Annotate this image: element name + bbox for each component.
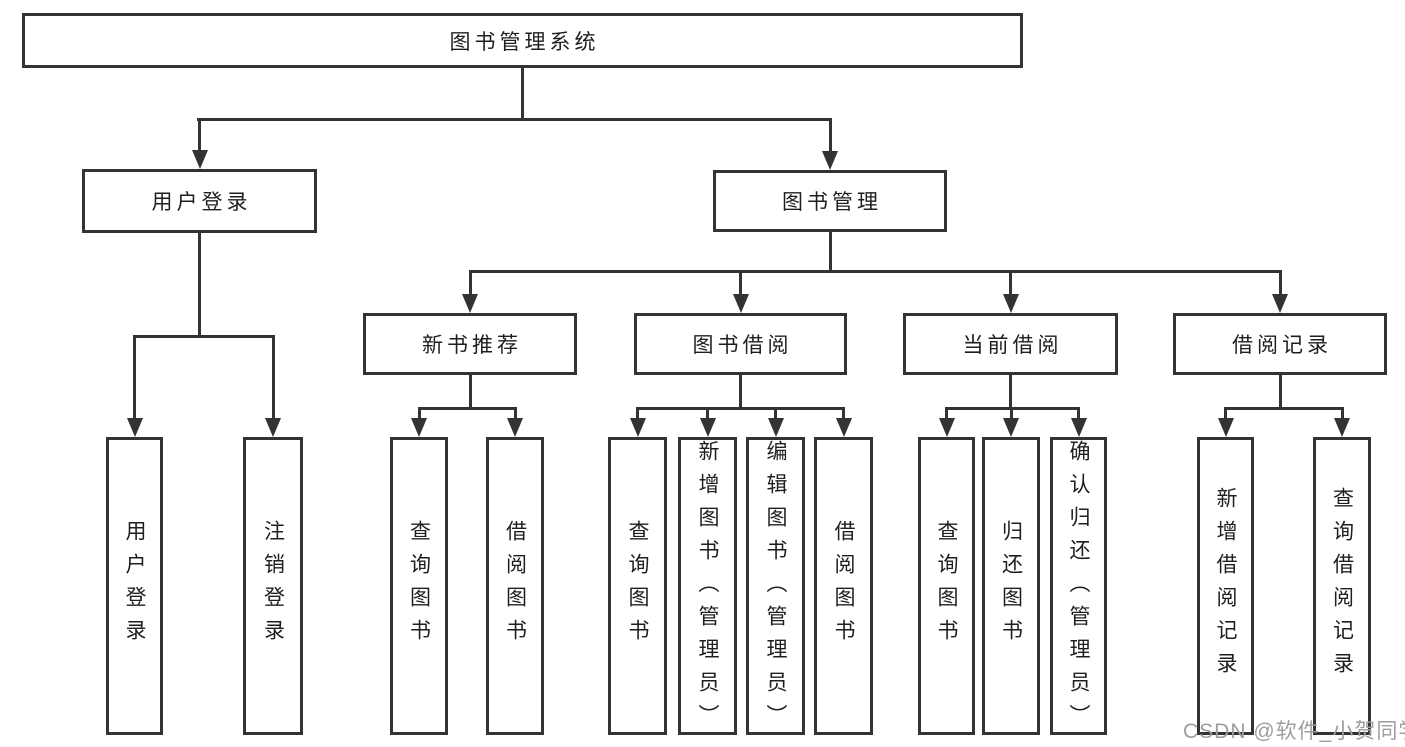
node-user-login-label: 用户登录 <box>151 191 252 214</box>
arrow-down-icon <box>1217 418 1234 437</box>
arrow-down-icon <box>629 418 646 437</box>
connector-line <box>1278 270 1282 296</box>
arrow-down-icon <box>699 418 716 437</box>
connector-line <box>469 270 1282 273</box>
connector-line <box>842 407 845 420</box>
connector-line <box>1009 270 1012 296</box>
node-current-borrow-label: 当前借阅 <box>962 334 1063 357</box>
arrow-down-icon <box>1003 418 1019 437</box>
node-add-book-admin: 新增图书（管理员） <box>678 437 737 737</box>
arrow-down-icon <box>1272 294 1288 313</box>
node-borrow-records-label: 借阅记录 <box>1232 334 1332 357</box>
node-book-borrow: 图书借阅 <box>634 313 847 375</box>
arrow-down-icon <box>126 418 143 437</box>
connector-line <box>198 118 201 152</box>
node-add-borrow-record: 新增借阅记录 <box>1197 437 1254 735</box>
node-borrow-book-recommend: 借阅图书 <box>486 437 544 735</box>
node-new-book-recommend-label: 新书推荐 <box>422 334 522 357</box>
node-query-books-current: 查询图书 <box>918 437 975 735</box>
node-user-login-leaf: 用户登录 <box>106 437 163 735</box>
node-return-book: 归还图书 <box>982 437 1040 735</box>
connector-line <box>1224 407 1342 410</box>
connector-line <box>513 407 517 420</box>
node-new-book-recommend: 新书推荐 <box>363 313 577 375</box>
arrow-down-icon <box>767 418 784 437</box>
arrow-down-icon <box>1334 418 1350 437</box>
connector-line <box>1224 407 1227 420</box>
connector-line <box>197 118 831 121</box>
node-query-books-borrow: 查询图书 <box>608 437 667 735</box>
arrow-down-icon <box>938 418 955 437</box>
arrow-down-icon <box>507 418 523 437</box>
node-query-borrow-record-label: 查询借阅记录 <box>1330 487 1354 685</box>
csdn-watermark: CSDN @软件_小贺同学 <box>1183 720 1405 743</box>
connector-line <box>133 335 275 338</box>
connector-line <box>706 407 709 420</box>
arrow-down-icon <box>732 294 749 313</box>
arrow-down-icon <box>1002 294 1019 313</box>
node-logout-label: 注销登录 <box>261 520 285 652</box>
node-user-login: 用户登录 <box>82 169 317 233</box>
arrow-down-icon <box>1070 418 1087 437</box>
node-user-login-leaf-label: 用户登录 <box>123 520 146 652</box>
node-query-books-recommend-label: 查询图书 <box>407 520 431 652</box>
node-logout: 注销登录 <box>243 437 303 735</box>
connector-line <box>739 375 742 410</box>
arrow-down-icon <box>822 151 838 170</box>
connector-line <box>271 335 275 420</box>
node-add-book-admin-label: 新增图书（管理员） <box>696 440 719 737</box>
arrow-down-icon <box>265 418 281 437</box>
node-query-books-recommend: 查询图书 <box>390 437 448 735</box>
node-borrow-book-label: 借阅图书 <box>832 520 855 652</box>
node-add-borrow-record-label: 新增借阅记录 <box>1214 487 1237 685</box>
connector-line <box>1009 407 1013 420</box>
connector-line <box>133 335 136 420</box>
connector-line <box>1278 375 1282 410</box>
connector-line <box>1009 375 1012 410</box>
arrow-down-icon <box>191 150 208 169</box>
connector-line <box>521 68 524 120</box>
node-query-books-borrow-label: 查询图书 <box>626 520 649 652</box>
connector-line <box>468 270 472 296</box>
connector-line <box>1340 407 1344 420</box>
connector-line <box>198 233 201 338</box>
connector-line <box>636 407 844 410</box>
node-book-borrow-label: 图书借阅 <box>692 334 793 357</box>
node-query-borrow-record: 查询借阅记录 <box>1313 437 1371 735</box>
connector-line <box>468 375 472 410</box>
connector-line <box>945 407 948 420</box>
node-book-management: 图书管理 <box>713 170 947 232</box>
node-borrow-records: 借阅记录 <box>1173 313 1387 375</box>
connector-line <box>828 232 832 273</box>
node-edit-book-admin-label: 编辑图书（管理员） <box>764 440 787 737</box>
node-root: 图书管理系统 <box>22 13 1023 68</box>
node-root-label: 图书管理系统 <box>449 30 600 54</box>
node-current-borrow: 当前借阅 <box>903 313 1118 375</box>
node-confirm-return-admin: 确认归还（管理员） <box>1050 437 1107 737</box>
node-return-book-label: 归还图书 <box>999 520 1023 652</box>
node-query-books-current-label: 查询图书 <box>935 520 958 652</box>
node-book-management-label: 图书管理 <box>782 191 882 214</box>
connector-line <box>739 270 742 296</box>
arrow-down-icon <box>411 418 427 437</box>
connector-line <box>774 407 777 420</box>
connector-line <box>828 118 832 152</box>
connector-line <box>417 407 517 410</box>
arrow-down-icon <box>835 418 852 437</box>
node-borrow-book-recommend-label: 借阅图书 <box>503 520 527 652</box>
connector-line <box>417 407 421 420</box>
node-edit-book-admin: 编辑图书（管理员） <box>746 437 805 737</box>
arrow-down-icon <box>462 294 478 313</box>
connector-line <box>636 407 639 420</box>
node-confirm-return-admin-label: 确认归还（管理员） <box>1067 440 1090 737</box>
node-borrow-book: 借阅图书 <box>814 437 873 735</box>
connector-line <box>1077 407 1080 420</box>
